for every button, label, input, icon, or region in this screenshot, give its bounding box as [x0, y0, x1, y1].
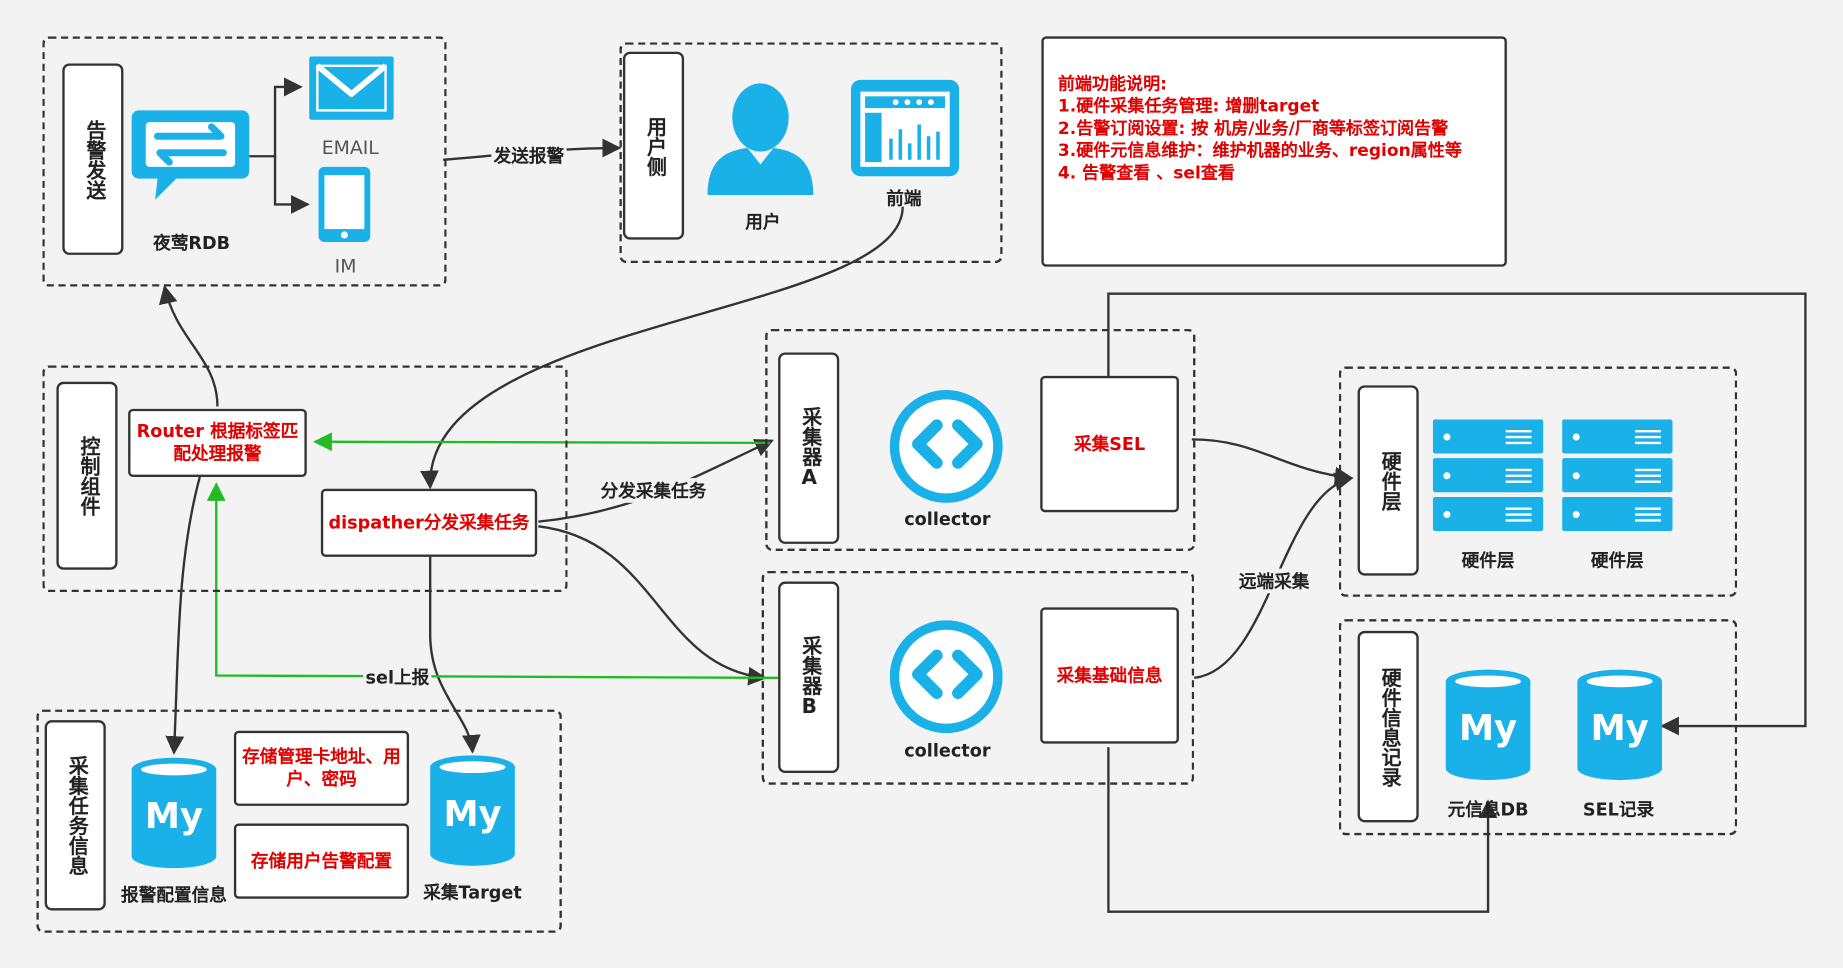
notes-item-3: 3.硬件元信息维护：维护机器的业务、region属性等: [1057, 142, 1462, 161]
store-alert-box: 存储用户告警配置: [233, 823, 410, 899]
router-box: Router 根据标签匹配处理报警: [128, 408, 307, 477]
label-collector-a: 采集器A: [778, 352, 840, 544]
node-target-db: 采集Target: [423, 882, 522, 904]
node-meta-db: 元信息DB: [1447, 798, 1529, 821]
group-collect-task: [36, 709, 562, 933]
notes-title: 前端功能说明:: [1057, 75, 1167, 94]
label-control: 控制组件: [56, 381, 118, 570]
edge-sel-hw: [1191, 438, 1354, 486]
group-collector-a: [765, 328, 1196, 551]
mysql-db-icon: My: [1445, 669, 1531, 781]
store-card-box: 存储管理卡地址、用户、密码: [233, 730, 410, 806]
node-alert-db: 报警配置信息: [121, 884, 227, 906]
server-rack-icon: [1562, 419, 1673, 532]
edge-green-sel: [206, 482, 779, 680]
edge-label-remote-collect: 远端采集: [1236, 568, 1312, 594]
mysql-db-icon: My: [131, 757, 217, 869]
node-frontend: 前端: [886, 187, 922, 210]
group-collector-b: [761, 570, 1195, 785]
node-sel-db: SEL记录: [1582, 798, 1655, 821]
group-hardware: [1338, 366, 1738, 597]
node-server-a: 硬件层: [1461, 549, 1515, 571]
edge-label-dispatch-task: 分发采集任务: [598, 478, 709, 503]
group-hardware-record: [1338, 619, 1738, 836]
svg-text:My: My: [1591, 708, 1649, 749]
notes-item-1: 1.硬件采集任务管理: 增删target: [1057, 97, 1320, 117]
user-icon: [707, 83, 814, 196]
label-alert-send: 告警发送: [62, 63, 124, 255]
exchange-arrows-icon: [889, 390, 1003, 503]
dispatcher-box: dispather分发采集任务: [320, 488, 538, 557]
group-control: [42, 365, 568, 593]
collect-basic-box: 采集基础信息: [1040, 607, 1179, 744]
edge-rdb-im: [273, 156, 310, 214]
edge-router-alert: [158, 284, 219, 407]
label-collector-b: 采集器B: [778, 581, 840, 774]
edge-label-sel-report: sel上报: [363, 664, 432, 690]
frontend-notes: 前端功能说明: 1.硬件采集任务管理: 增删target 2.告警订阅设置: 按…: [1041, 36, 1507, 267]
label-collect-task: 采集任务信息: [44, 720, 106, 911]
group-alert-send: [42, 36, 447, 287]
server-rack-icon: [1432, 419, 1544, 532]
node-collector-a: collector: [904, 508, 991, 530]
phone-icon: [318, 166, 371, 243]
mysql-db-icon: My: [430, 755, 515, 866]
edge-dispatch-target: [429, 556, 481, 754]
svg-text:My: My: [1459, 708, 1517, 749]
dashboard-icon: [850, 79, 960, 177]
edge-rdb-email: [249, 77, 303, 158]
group-user-side: [619, 42, 1003, 264]
collect-sel-box: 采集SEL: [1040, 375, 1179, 513]
node-rdb: 夜莺RDB: [153, 232, 231, 254]
edge-green-a-router: [313, 432, 770, 452]
svg-text:My: My: [145, 796, 203, 837]
edge-sel-loop: [1107, 292, 1807, 736]
edge-frontend-dispatcher: [420, 206, 904, 490]
chat-swap-icon: [131, 110, 250, 200]
label-hardware-record: 硬件信息记录: [1357, 630, 1419, 823]
exchange-arrows-icon: [889, 620, 1003, 734]
label-hardware: 硬件层: [1357, 385, 1419, 576]
mysql-db-icon: My: [1577, 669, 1663, 781]
svg-text:My: My: [443, 794, 501, 835]
notes-item-4: 4. 告警查看 、sel查看: [1057, 164, 1235, 184]
envelope-icon: [309, 56, 394, 120]
label-user-side: 用户侧: [622, 51, 685, 240]
edge-label-send-alert: 发送报警: [491, 143, 567, 168]
node-server-b: 硬件层: [1590, 549, 1644, 571]
edge-dispatch-b: [538, 525, 768, 686]
edge-basic-loop: [1107, 747, 1498, 913]
edge-router-alertdb: [165, 476, 201, 755]
node-email: EMAIL: [321, 136, 379, 159]
node-im: IM: [334, 254, 357, 278]
notes-item-2: 2.告警订阅设置: 按 机房/业务/厂商等标签订阅告警: [1057, 119, 1449, 139]
node-user: 用户: [745, 211, 781, 233]
node-collector-b: collector: [904, 740, 991, 762]
